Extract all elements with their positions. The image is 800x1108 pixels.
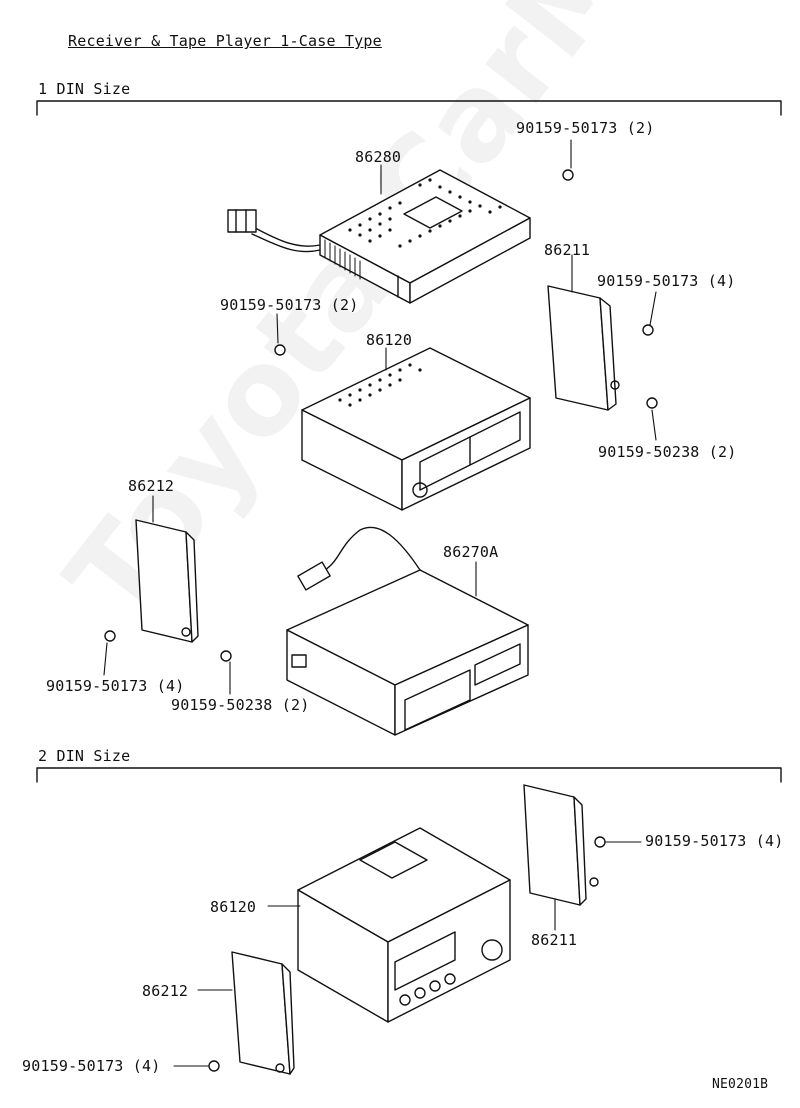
section-bracket-2din	[36, 767, 782, 783]
part-label-86212-2din[interactable]: 86212	[142, 982, 189, 1000]
diagram-title: Receiver & Tape Player 1-Case Type	[68, 32, 382, 50]
part-label-screw-lower-b[interactable]: 90159-50238 (2)	[171, 696, 310, 714]
part-label-86120-2din[interactable]: 86120	[210, 898, 257, 916]
part-label-86270a[interactable]: 86270A	[443, 543, 499, 561]
part-label-screw-left-2din[interactable]: 90159-50173 (4)	[22, 1057, 161, 1075]
part-label-screw-top[interactable]: 90159-50173 (2)	[516, 119, 655, 137]
part-label-86120-1din[interactable]: 86120	[366, 331, 413, 349]
part-label-screw-right-2din[interactable]: 90159-50173 (4)	[645, 832, 784, 850]
figure-code: NE0201B	[712, 1077, 769, 1092]
unit-86280-drawing	[227, 169, 531, 304]
part-label-screw-right[interactable]: 90159-50173 (4)	[597, 272, 736, 290]
bracket-86212-2din-drawing	[231, 951, 295, 1075]
section-bracket-1din	[36, 100, 782, 116]
part-label-86212-1din[interactable]: 86212	[128, 477, 175, 495]
part-label-screw-lower-a[interactable]: 90159-50173 (4)	[46, 677, 185, 695]
section-label-1din: 1 DIN Size	[38, 80, 131, 98]
leader-lines	[103, 139, 657, 1067]
unit-86120-2din-drawing	[297, 827, 511, 1023]
part-label-86280[interactable]: 86280	[355, 148, 402, 166]
part-label-86211-2din[interactable]: 86211	[531, 931, 578, 949]
bracket-86212-1din-drawing	[135, 519, 199, 643]
bracket-86211-1din-drawing	[547, 285, 620, 411]
unit-86120-1din-drawing	[301, 347, 531, 511]
bracket-86211-2din-drawing	[523, 784, 599, 906]
screw-drawings-1din	[104, 169, 658, 662]
part-label-screw-right-b[interactable]: 90159-50238 (2)	[598, 443, 737, 461]
unit-86270a-drawing	[286, 526, 529, 736]
screw-drawings-2din	[208, 836, 606, 1072]
section-label-2din: 2 DIN Size	[38, 747, 131, 765]
part-label-screw-left[interactable]: 90159-50173 (2)	[220, 296, 359, 314]
part-label-86211-1din[interactable]: 86211	[544, 241, 591, 259]
